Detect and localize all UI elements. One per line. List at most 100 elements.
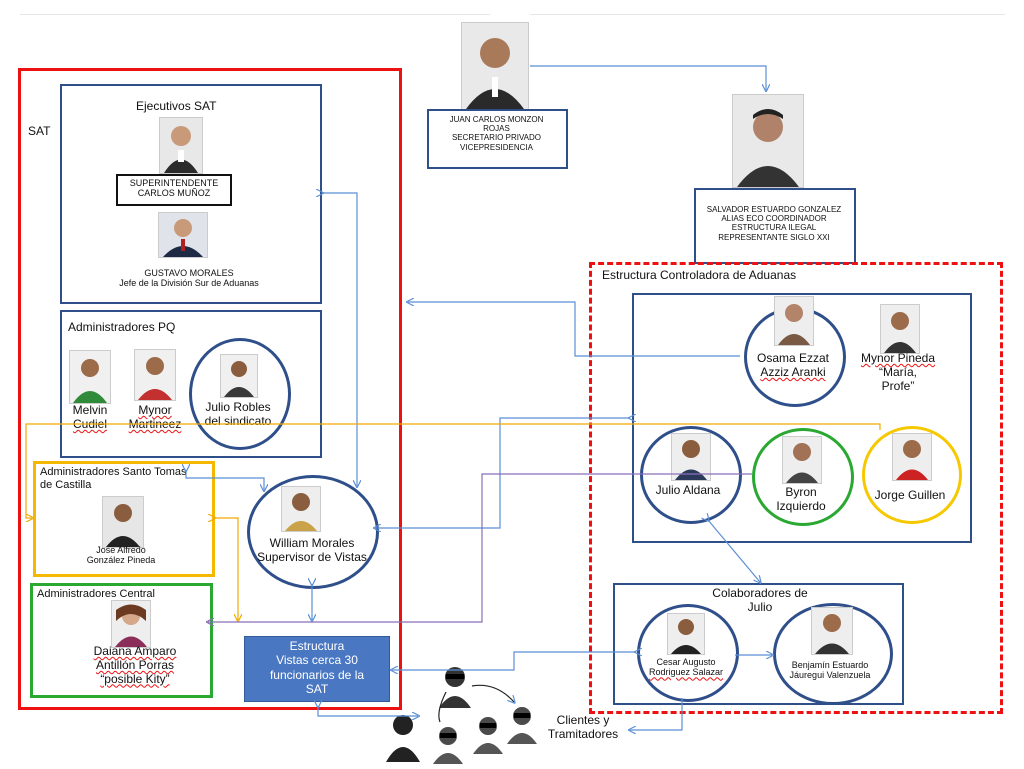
ejecutivos-title: Ejecutivos SAT bbox=[136, 99, 217, 113]
mynor-line2: Martineez bbox=[128, 416, 182, 431]
masked-person-icon bbox=[432, 724, 464, 764]
juan-carlos-line2: ROJAS bbox=[483, 124, 510, 134]
juan-carlos-box bbox=[427, 109, 568, 169]
benjamin-line1: Benjamín Estuardo bbox=[791, 660, 869, 670]
person-photo-icon bbox=[671, 433, 711, 481]
masked-person-icon bbox=[438, 664, 472, 708]
person-photo-icon bbox=[158, 212, 208, 258]
arrow-juan-to-salvador bbox=[530, 65, 766, 90]
jorge-guillen-label: Jorge Guillen bbox=[874, 488, 946, 502]
clientes-label: Clientes y Tramitadores bbox=[540, 713, 626, 742]
estructura-vistas-box: Estructura Vistas cerca 30 funcionarios … bbox=[244, 636, 390, 702]
salvador-label: SALVADOR ESTUARDO GONZALEZ ALIAS ECO COO… bbox=[696, 205, 852, 242]
salvador-line3: ESTRUCTURA ILEGAL bbox=[731, 223, 817, 233]
juan-carlos-line4: VICEPRESIDENCIA bbox=[460, 142, 533, 152]
julio-robles-label: Julio Robles del sindicato bbox=[196, 400, 280, 429]
vistas-line1: Estructura bbox=[289, 639, 345, 653]
juan-carlos-label: JUAN CARLOS MONZON ROJAS SECRETARIO PRIV… bbox=[429, 115, 564, 152]
admin-central-title: Administradores Central bbox=[37, 588, 155, 600]
cesar-line1: Cesar Augusto bbox=[656, 657, 716, 667]
vistas-line3: funcionarios de la bbox=[269, 667, 365, 682]
jose-alfredo-label: Jose Alfredo González Pineda bbox=[66, 545, 176, 566]
julio-aldana-label: Julio Aldana bbox=[655, 483, 721, 497]
top-divider-left bbox=[20, 14, 490, 15]
osama-label: Osama Ezzat Azziz Aranki bbox=[748, 351, 838, 380]
masked-person-icon bbox=[472, 714, 504, 754]
santo-tomas-title: Administradores Santo Tomas de Castilla bbox=[40, 466, 210, 491]
melvin-label: Melvin Cudiel bbox=[62, 403, 118, 432]
mynor-martineez-label: Mynor Martineez bbox=[124, 403, 186, 432]
person-photo-icon bbox=[281, 486, 321, 532]
sat-label: SAT bbox=[28, 124, 51, 138]
person-photo-icon bbox=[461, 22, 529, 110]
cesar-line2: Rodriguez Salazar bbox=[648, 667, 724, 678]
salvador-line4: REPRESENTANTE SIGLO XXI bbox=[718, 232, 830, 242]
mynor-pineda-line2: “María, bbox=[878, 364, 917, 379]
william-line1: William Morales bbox=[269, 536, 355, 550]
melvin-line1: Melvin bbox=[72, 403, 108, 417]
person-photo-icon bbox=[134, 349, 176, 401]
estructura-controladora-title: Estructura Controladora de Aduanas bbox=[602, 268, 797, 282]
clientes-line1: Clientes y bbox=[556, 713, 610, 727]
daiana-line3: “posible Kity” bbox=[100, 671, 170, 686]
byron-line1: Byron bbox=[785, 485, 817, 499]
salvador-line2: ALIAS ECO COORDINADOR bbox=[721, 214, 827, 224]
juan-carlos-line3: SECRETARIO PRIVADO bbox=[451, 133, 542, 143]
mynor-pineda-line1: Mynor Pineda bbox=[860, 351, 936, 365]
vistas-line2: Vistas cerca 30 bbox=[276, 653, 358, 668]
person-photo-icon bbox=[782, 436, 822, 484]
arrow-cluster-1 bbox=[471, 684, 514, 702]
osama-line1: Osama Ezzat bbox=[756, 351, 830, 365]
daiana-line2: Antillón Porras bbox=[95, 657, 175, 672]
superintendente-line1: SUPERINTENDENTE bbox=[129, 178, 219, 188]
william-line2: Supervisor de Vistas bbox=[257, 549, 367, 564]
mynor-line1: Mynor bbox=[138, 403, 172, 417]
person-photo-icon bbox=[159, 117, 203, 174]
person-photo-icon bbox=[111, 600, 151, 648]
jose-alfredo-line2: González Pineda bbox=[86, 555, 156, 566]
admin-pq-title: Administradores PQ bbox=[68, 320, 176, 334]
mynor-pineda-label: Mynor Pineda “María, Profe” bbox=[856, 351, 940, 393]
cesar-label: Cesar Augusto Rodriguez Salazar bbox=[638, 657, 734, 678]
santo-tomas-title-line2: de Castilla bbox=[40, 478, 92, 491]
person-photo-icon bbox=[102, 496, 144, 548]
juan-carlos-line1: JUAN CARLOS MONZON bbox=[449, 115, 544, 124]
benjamin-label: Benjamín Estuardo Jáuregui Valenzuela bbox=[776, 660, 884, 681]
person-photo-icon bbox=[732, 94, 804, 188]
byron-line2: Izquierdo bbox=[776, 498, 826, 513]
superintendente-line2: CARLOS MUÑOZ bbox=[137, 188, 211, 199]
colaboradores-title-line1: Colaboradores de bbox=[712, 586, 808, 600]
gustavo-line1: GUSTAVO MORALES bbox=[144, 268, 234, 278]
daiana-label: Daiana Amparo Antillón Porras “posible K… bbox=[80, 644, 190, 686]
osama-line2: Azziz Aranki bbox=[760, 364, 826, 379]
colaboradores-title-line2: Julio bbox=[747, 599, 773, 614]
mynor-pineda-line3: Profe” bbox=[881, 378, 915, 393]
person-photo-icon bbox=[667, 613, 705, 655]
salvador-line1: SALVADOR ESTUARDO GONZALEZ bbox=[706, 205, 842, 214]
julio-robles-line1: Julio Robles bbox=[205, 400, 271, 414]
gustavo-label: GUSTAVO MORALES Jefe de la División Sur … bbox=[80, 268, 298, 289]
person-photo-icon bbox=[892, 433, 932, 481]
person-photo-icon bbox=[880, 304, 920, 354]
person-photo-icon bbox=[220, 354, 258, 398]
person-photo-icon bbox=[774, 296, 814, 346]
william-label: William Morales Supervisor de Vistas bbox=[252, 536, 372, 565]
admin-central-box bbox=[30, 583, 213, 698]
julio-robles-line2: del sindicato bbox=[204, 413, 272, 428]
santo-tomas-title-line1: Administradores Santo Tomas bbox=[40, 466, 187, 478]
superintendente-label: SUPERINTENDENTE CARLOS MUÑOZ bbox=[116, 174, 232, 206]
benjamin-line2: Jáuregui Valenzuela bbox=[789, 670, 871, 681]
jose-alfredo-line1: Jose Alfredo bbox=[96, 545, 146, 555]
daiana-line1: Daiana Amparo bbox=[93, 644, 177, 658]
masked-person-icon bbox=[506, 704, 538, 744]
sat-frame bbox=[18, 68, 402, 710]
top-divider-right bbox=[530, 14, 1005, 15]
gustavo-line2: Jefe de la División Sur de Aduanas bbox=[119, 278, 259, 289]
person-photo-icon bbox=[69, 350, 111, 404]
person-silhouette-icon bbox=[386, 712, 420, 762]
person-photo-icon bbox=[811, 607, 853, 655]
clientes-line2: Tramitadores bbox=[547, 726, 619, 741]
vistas-line4: SAT bbox=[305, 682, 329, 697]
melvin-line2: Cudiel bbox=[72, 416, 108, 431]
byron-label: Byron Izquierdo bbox=[758, 485, 844, 514]
